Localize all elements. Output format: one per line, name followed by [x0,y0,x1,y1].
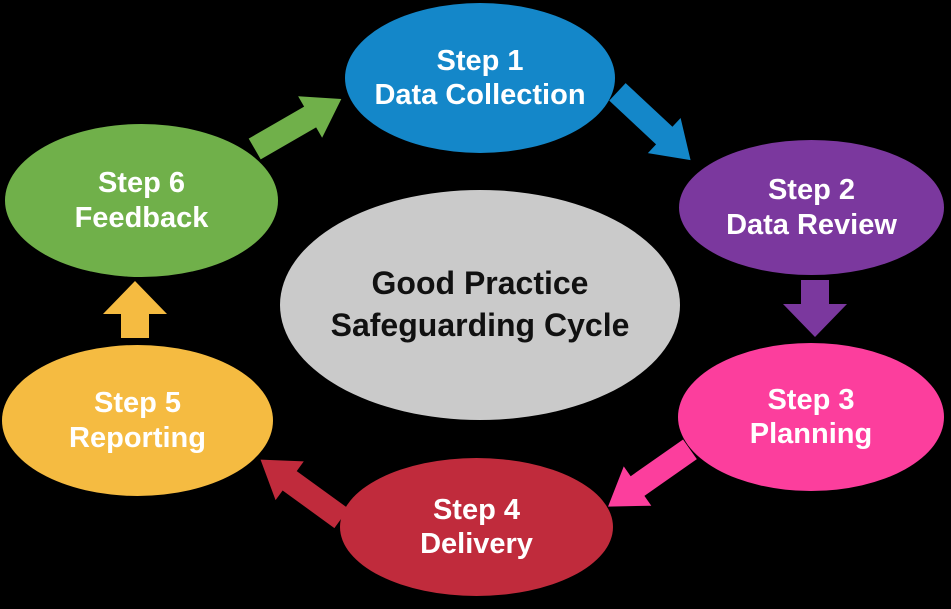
arrow-step5-to-step6-icon [103,281,167,338]
arrow-up-right-shape [248,96,342,160]
center-ellipse: Good Practice Safeguarding Cycle [280,190,680,420]
step-4-ellipse: Step 4 Delivery [340,458,613,596]
step-6-ellipse: Step 6 Feedback [5,124,278,277]
step-3-number: Step 3 [767,383,855,416]
step-4-name: Delivery [420,528,533,560]
arrow-down-shape [783,280,847,337]
step-5-number: Step 5 [93,387,182,420]
step-6-name: Feedback [74,201,209,234]
arrow-step2-to-step3-icon [783,280,847,337]
step-2-number: Step 2 [767,174,855,207]
step-3-name: Planning [749,418,873,450]
arrow-step6-to-step1-icon [248,96,342,160]
step-6-number: Step 6 [97,167,185,200]
arrow-step3-to-step4-icon [608,439,697,507]
step-5-label: Step 5 Reporting [69,386,206,454]
diagram-title-line1: Good Practice [371,265,589,302]
step-4-number: Step 4 [432,493,520,526]
step-1-number: Step 1 [436,44,524,77]
arrow-down-left-shape [608,439,697,507]
step-1-label: Step 1 Data Collection [374,44,585,112]
diagram-title: Good Practice Safeguarding Cycle [331,263,630,346]
step-1-name: Data Collection [374,79,586,111]
step-5-ellipse: Step 5 Reporting [2,345,273,496]
arrow-up-shape [103,281,167,338]
diagram-title-line2: Safeguarding Cycle [330,307,630,343]
step-2-name: Data Review [726,208,897,241]
step-2-ellipse: Step 2 Data Review [679,140,944,275]
arrow-up-left-shape [260,459,349,529]
step-5-name: Reporting [69,421,206,454]
step-3-ellipse: Step 3 Planning [678,343,944,491]
arrow-step1-to-step2-icon [609,83,691,161]
step-1-ellipse: Step 1 Data Collection [345,3,615,153]
step-2-label: Step 2 Data Review [726,173,897,241]
step-6-label: Step 6 Feedback [75,166,209,234]
step-4-label: Step 4 Delivery [420,493,533,561]
arrow-step4-to-step5-icon [260,459,349,529]
step-3-label: Step 3 Planning [750,383,872,451]
arrow-down-right-shape [609,83,691,161]
